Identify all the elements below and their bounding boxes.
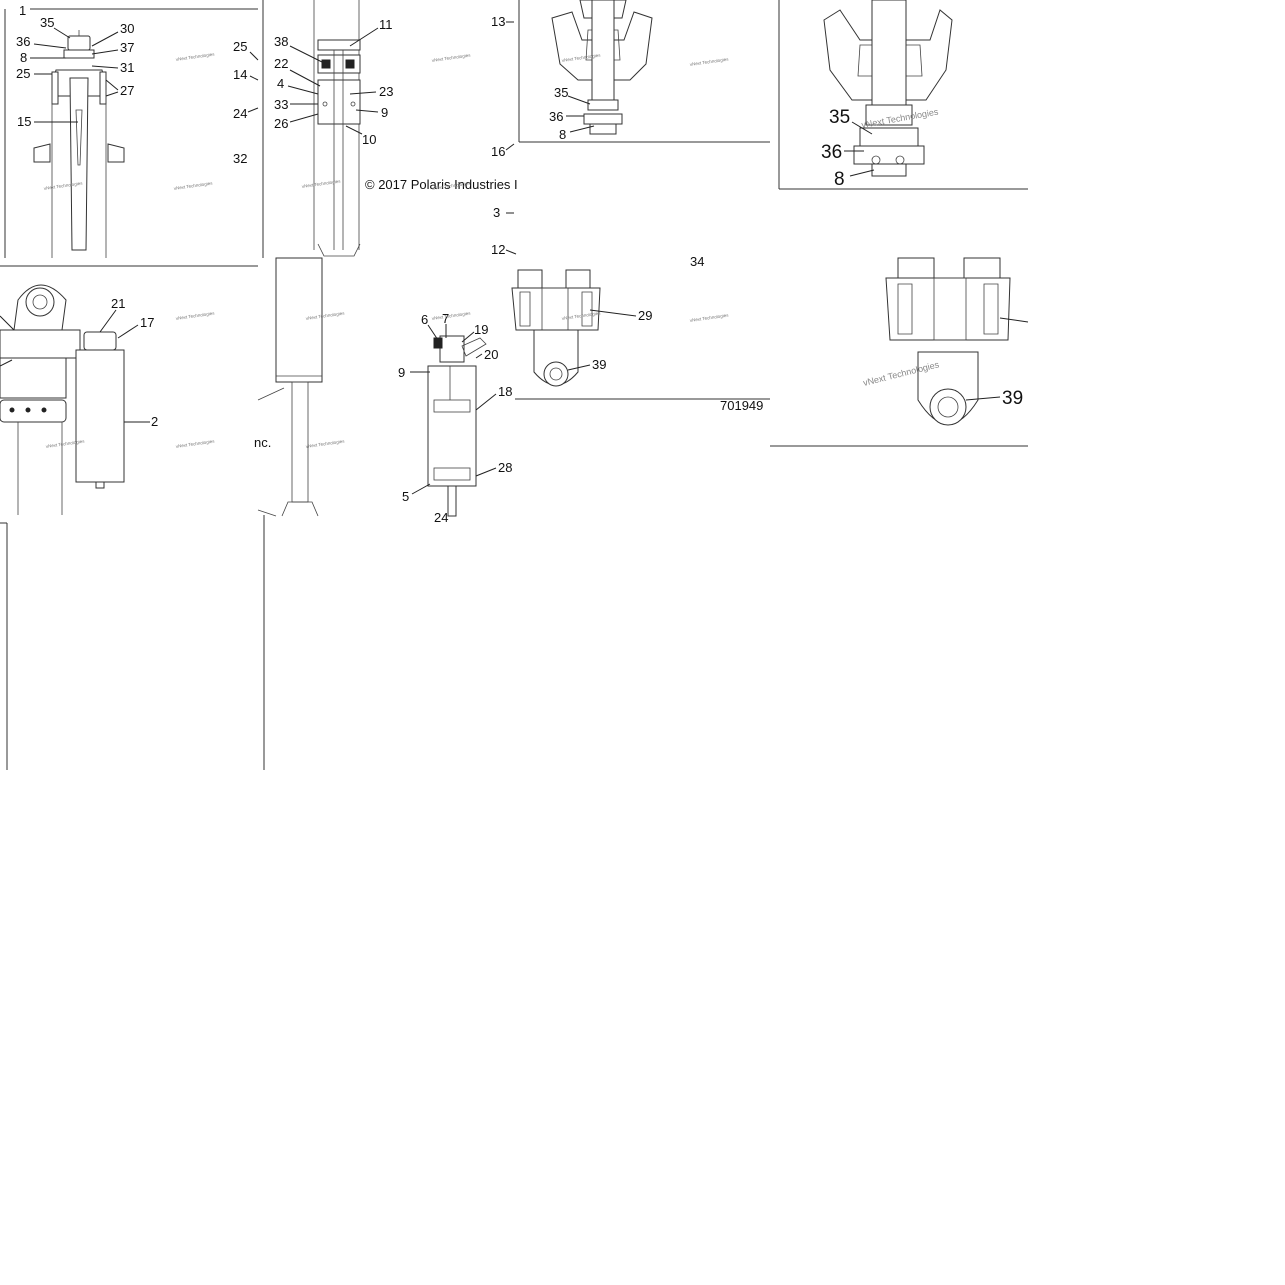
panel-eyelet-small xyxy=(551,0,653,135)
callout-27: 27 xyxy=(120,83,134,98)
panel-shaft-piston xyxy=(313,0,361,257)
callout-31: 31 xyxy=(120,60,134,75)
callout-33: 33 xyxy=(274,97,288,112)
callout-labels: 1 35 30 36 37 8 31 25 27 15 25 14 24 32 … xyxy=(16,3,1023,525)
callout-26: 26 xyxy=(274,116,288,131)
watermark: vNext Technologies xyxy=(45,439,85,449)
callout-24: 24 xyxy=(233,106,247,121)
callout-12: 12 xyxy=(491,242,505,257)
callout-29: 29 xyxy=(638,308,652,323)
callout-19: 19 xyxy=(474,322,488,337)
watermark: vNext Technologies xyxy=(561,311,601,321)
callout-17: 17 xyxy=(140,315,154,330)
panel-body-tube xyxy=(257,257,323,517)
callout-6: 6 xyxy=(421,312,428,327)
watermark: vNext Technologies xyxy=(175,52,215,62)
callout-34: 34 xyxy=(690,254,704,269)
callout-23: 23 xyxy=(379,84,393,99)
callout-16: 16 xyxy=(491,144,505,159)
leader-lines xyxy=(0,21,1029,495)
callout-35c: 35 xyxy=(829,107,850,128)
callout-9b: 9 xyxy=(398,365,405,380)
callout-36b: 36 xyxy=(549,109,563,124)
callout-24b: 24 xyxy=(434,510,448,525)
copyright-text-fragment: nc. xyxy=(254,435,271,450)
callout-11: 11 xyxy=(379,17,393,32)
callout-20: 20 xyxy=(484,347,498,362)
watermark: vNext Technologies xyxy=(305,439,345,449)
watermark: vNext Technologies xyxy=(431,53,471,63)
callout-39: 39 xyxy=(592,357,606,372)
callout-32: 32 xyxy=(233,151,247,166)
callout-2: 2 xyxy=(151,414,158,429)
watermark: vNext Technologies xyxy=(173,181,213,191)
callout-25b: 25 xyxy=(233,39,247,54)
callout-15: 15 xyxy=(17,114,31,129)
copyright-text: © 2017 Polaris Industries I xyxy=(365,177,518,192)
callout-3: 3 xyxy=(493,205,500,220)
watermark: vNext Technologies xyxy=(175,439,215,449)
callout-28: 28 xyxy=(498,460,512,475)
callout-8b: 8 xyxy=(559,127,566,142)
callout-25: 25 xyxy=(16,66,30,81)
callout-22: 22 xyxy=(274,56,288,71)
callout-36: 36 xyxy=(16,34,30,49)
panel-reservoir xyxy=(0,284,125,515)
panel-reservoir-internals xyxy=(427,335,487,517)
watermark: vNext Technologies xyxy=(431,311,471,321)
watermark: vNext Technologies xyxy=(175,311,215,321)
watermark: vNext Technologies xyxy=(689,57,729,67)
callout-5: 5 xyxy=(402,489,409,504)
callout-9: 9 xyxy=(381,105,388,120)
watermark: vNext Technologies xyxy=(689,313,729,323)
callout-1: 1 xyxy=(19,3,26,18)
callout-37: 37 xyxy=(120,40,134,55)
callout-35b: 35 xyxy=(554,85,568,100)
watermark: vNext Technologies xyxy=(43,181,83,191)
panel-clevis-large xyxy=(885,257,1011,426)
callout-36c: 36 xyxy=(821,142,842,163)
diagram-id: 701949 xyxy=(720,398,763,413)
panel-eyelet-large xyxy=(823,0,953,177)
panel-shock-top-left xyxy=(33,30,125,258)
callout-13: 13 xyxy=(491,14,505,29)
callout-8: 8 xyxy=(20,50,27,65)
callout-14: 14 xyxy=(233,67,247,82)
panel-frames xyxy=(0,0,1028,770)
callout-30: 30 xyxy=(120,21,134,36)
callout-4: 4 xyxy=(277,76,284,91)
callout-7: 7 xyxy=(442,311,449,326)
callout-38: 38 xyxy=(274,34,288,49)
callout-21: 21 xyxy=(111,296,125,311)
watermark: vNext Technologies xyxy=(305,311,345,321)
callout-10: 10 xyxy=(362,132,376,147)
callout-39c: 39 xyxy=(1002,388,1023,409)
watermark: vNext Technologies xyxy=(301,179,341,189)
watermark: vNext Technologies xyxy=(431,181,471,191)
callout-35: 35 xyxy=(40,15,54,30)
watermark: vNext Technologies xyxy=(561,53,601,63)
callout-18: 18 xyxy=(498,384,512,399)
callout-8c: 8 xyxy=(834,169,845,190)
panel-clevis-small xyxy=(511,269,601,387)
